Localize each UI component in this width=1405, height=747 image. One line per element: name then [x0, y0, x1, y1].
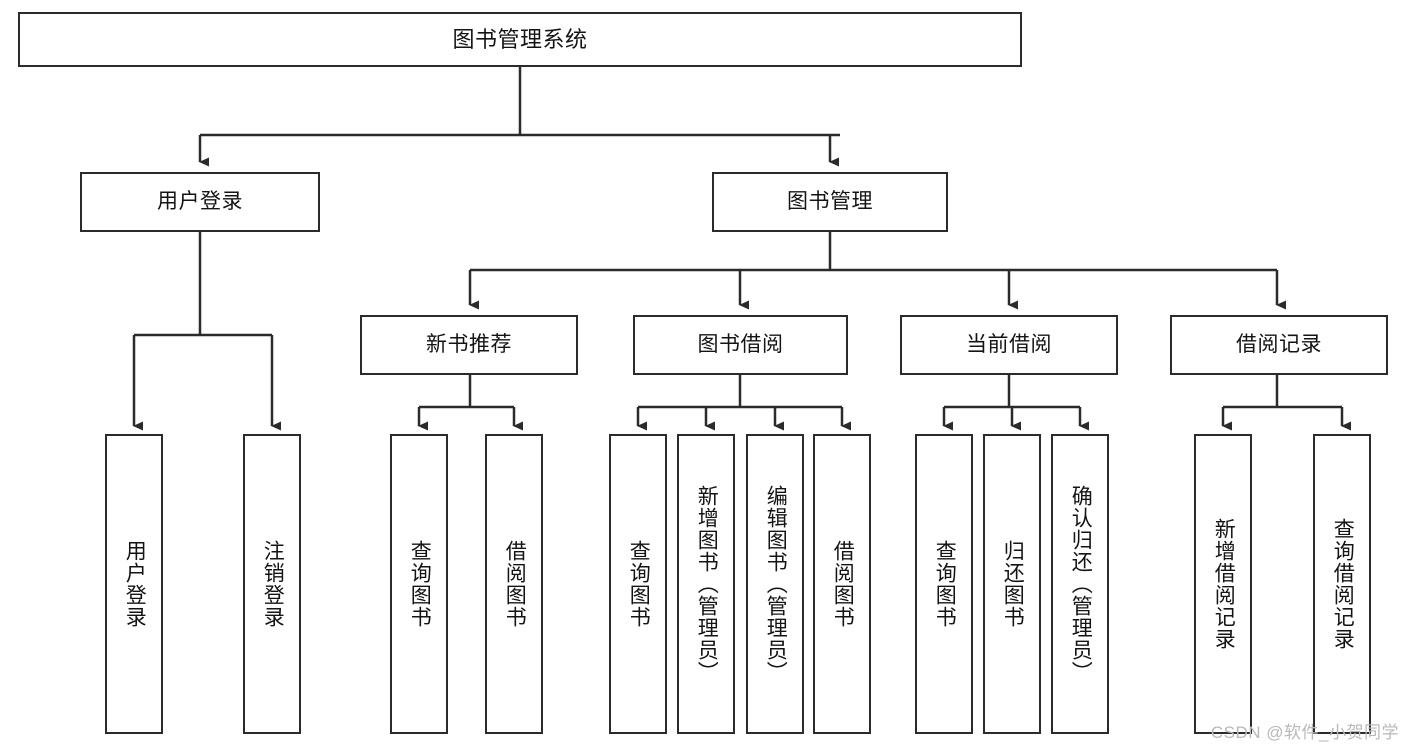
leaf-borrow-book-2[interactable]: 借阅图书 [813, 434, 871, 734]
leaf-borrow-book-1-label: 借阅图书 [503, 540, 527, 628]
leaf-query-borrow-record-label: 查询借阅记录 [1331, 518, 1355, 650]
node-book-management-label: 图书管理 [787, 189, 873, 213]
leaf-edit-book-admin-label: 编辑图书（管理员） [764, 485, 788, 683]
node-root[interactable]: 图书管理系统 [18, 12, 1022, 67]
leaf-confirm-return-admin-label: 确认归还（管理员） [1069, 485, 1093, 683]
leaf-add-book-admin-label: 新增图书（管理员） [695, 485, 719, 683]
leaf-borrow-book-2-label: 借阅图书 [831, 540, 855, 628]
node-book-management[interactable]: 图书管理 [712, 172, 948, 232]
node-root-label: 图书管理系统 [452, 26, 588, 52]
leaf-confirm-return-admin[interactable]: 确认归还（管理员） [1051, 434, 1109, 734]
leaf-add-borrow-record[interactable]: 新增借阅记录 [1194, 434, 1252, 734]
leaf-query-book-3[interactable]: 查询图书 [915, 434, 973, 734]
node-book-borrow[interactable]: 图书借阅 [633, 315, 848, 375]
node-current-borrow[interactable]: 当前借阅 [900, 315, 1118, 375]
leaf-return-book[interactable]: 归还图书 [983, 434, 1041, 734]
leaf-query-book-1-label: 查询图书 [408, 540, 432, 628]
node-new-book-recommend-label: 新书推荐 [426, 332, 512, 356]
leaf-query-book-2[interactable]: 查询图书 [609, 434, 667, 734]
leaf-return-book-label: 归还图书 [1001, 540, 1025, 628]
leaf-logout-login-label: 注销登录 [261, 540, 285, 628]
leaf-user-login[interactable]: 用户登录 [105, 434, 163, 734]
leaf-query-book-3-label: 查询图书 [933, 540, 957, 628]
leaf-edit-book-admin[interactable]: 编辑图书（管理员） [746, 434, 804, 734]
node-new-book-recommend[interactable]: 新书推荐 [360, 315, 578, 375]
leaf-query-book-1[interactable]: 查询图书 [390, 434, 448, 734]
node-current-borrow-label: 当前借阅 [966, 332, 1052, 356]
node-borrow-record[interactable]: 借阅记录 [1170, 315, 1388, 375]
leaf-add-book-admin[interactable]: 新增图书（管理员） [677, 434, 735, 734]
leaf-add-borrow-record-label: 新增借阅记录 [1212, 518, 1236, 650]
leaf-logout-login[interactable]: 注销登录 [243, 434, 301, 734]
leaf-query-book-2-label: 查询图书 [627, 540, 651, 628]
node-user-login[interactable]: 用户登录 [80, 172, 320, 232]
leaf-user-login-label: 用户登录 [123, 540, 147, 628]
leaf-borrow-book-1[interactable]: 借阅图书 [485, 434, 543, 734]
node-book-borrow-label: 图书借阅 [697, 332, 784, 356]
node-borrow-record-label: 借阅记录 [1236, 332, 1322, 356]
leaf-query-borrow-record[interactable]: 查询借阅记录 [1313, 434, 1371, 734]
node-user-login-label: 用户登录 [157, 189, 243, 213]
